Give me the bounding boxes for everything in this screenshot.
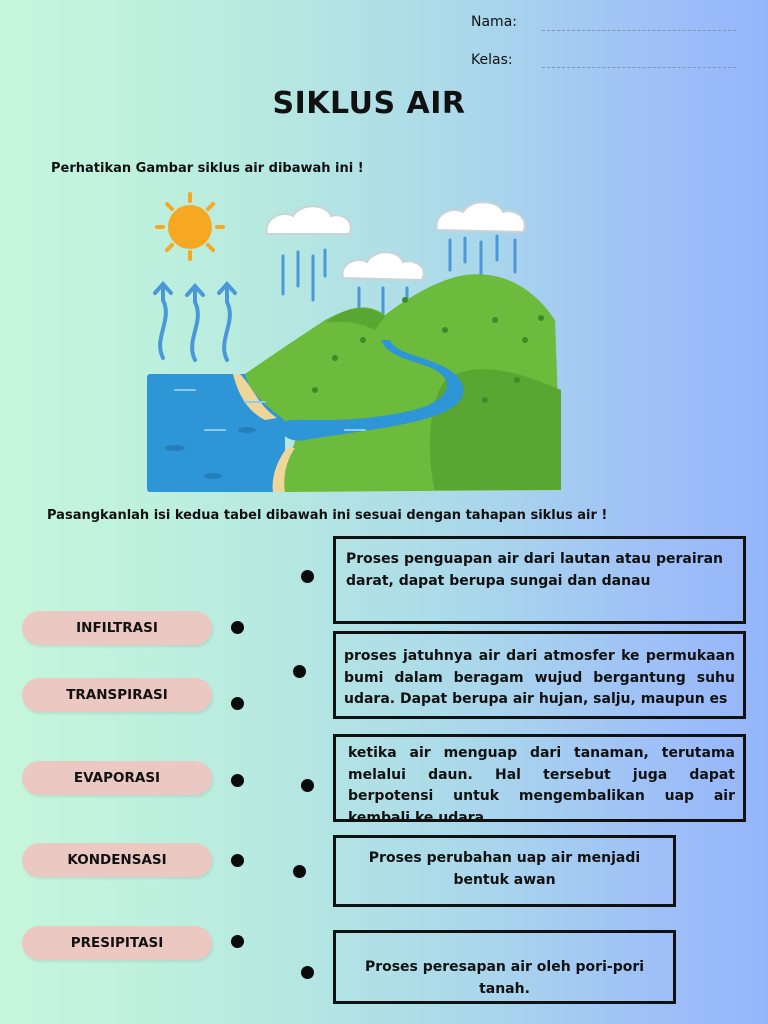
rain-icon (281, 234, 517, 316)
instruction-match: Pasangkanlah isi kedua tabel dibawah ini… (47, 508, 608, 523)
left-dot-transpirasi[interactable] (231, 697, 244, 710)
definition-box-2: proses jatuhnya air dari atmosfer ke per… (333, 631, 746, 719)
sun-icon (155, 192, 225, 261)
term-kondensasi[interactable]: KONDENSASI (22, 843, 212, 877)
term-presipitasi[interactable]: PRESIPITASI (22, 926, 212, 960)
term-transpirasi[interactable]: TRANSPIRASI (22, 678, 212, 712)
term-label: TRANSPIRASI (66, 687, 168, 703)
definition-text: Proses peresapan air oleh pori-pori tana… (364, 959, 645, 997)
definition-text: Proses penguapan air dari lautan atau pe… (346, 551, 723, 589)
definition-box-3: ketika air menguap dari tanaman, terutam… (333, 734, 746, 822)
left-dot-presipitasi[interactable] (231, 935, 244, 948)
right-dot-4[interactable] (293, 865, 306, 878)
evaporation-arrows-icon (153, 280, 237, 362)
term-evaporasi[interactable]: EVAPORASI (22, 761, 212, 795)
page-title: SIKLUS AIR (272, 86, 466, 121)
left-dot-evaporasi[interactable] (231, 774, 244, 787)
term-infiltrasi[interactable]: INFILTRASI (22, 611, 212, 645)
term-label: PRESIPITASI (70, 935, 164, 951)
kelas-label: Kelas: (471, 52, 513, 68)
term-label: EVAPORASI (73, 770, 161, 786)
definition-box-1: Proses penguapan air dari lautan atau pe… (333, 536, 746, 624)
instruction-observe: Perhatikan Gambar siklus air dibawah ini… (51, 161, 364, 176)
right-dot-5[interactable] (301, 966, 314, 979)
definition-text: Proses perubahan uap air menjadi bentuk … (368, 850, 641, 888)
kelas-line[interactable] (542, 67, 736, 68)
nama-line[interactable] (542, 30, 736, 31)
definition-box-5: Proses peresapan air oleh pori-pori tana… (333, 930, 676, 1004)
cloud-icon-right (435, 201, 526, 234)
water-cycle-illustration (147, 192, 561, 492)
definition-text: ketika air menguap dari tanaman, terutam… (348, 745, 735, 822)
right-dot-3[interactable] (301, 779, 314, 792)
term-label: INFILTRASI (76, 620, 158, 636)
left-dot-infiltrasi[interactable] (231, 621, 244, 634)
definition-box-4: Proses perubahan uap air menjadi bentuk … (333, 835, 676, 907)
right-dot-1[interactable] (301, 570, 314, 583)
term-label: KONDENSASI (67, 852, 167, 868)
nama-label: Nama: (471, 14, 517, 30)
right-dot-2[interactable] (293, 665, 306, 678)
left-dot-kondensasi[interactable] (231, 854, 244, 867)
definition-text: proses jatuhnya air dari atmosfer ke per… (344, 648, 735, 708)
cloud-icon-middle (341, 251, 425, 282)
cloud-icon-left (265, 205, 352, 235)
